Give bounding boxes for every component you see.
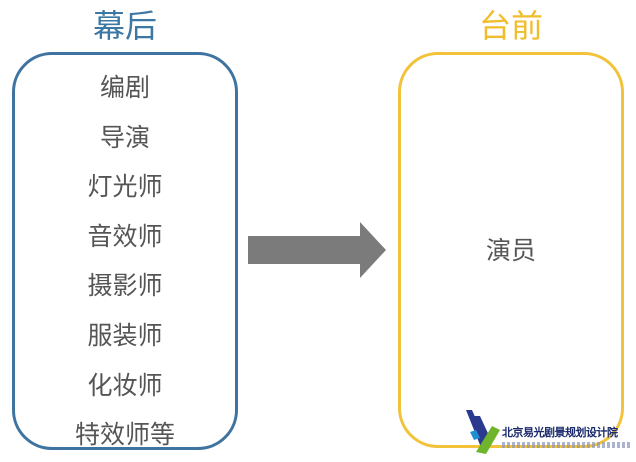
role-item: 特效师等 [74, 420, 175, 450]
logo-subtitle-line [502, 442, 632, 448]
role-item: 演员 [485, 236, 536, 265]
backstage-heading: 幕后 [92, 7, 157, 45]
role-item: 化妆师 [87, 370, 163, 400]
backstage-box: 编剧 导演 灯光师 音效师 摄影师 服装师 化妆师 特效师等 [12, 52, 238, 450]
role-item: 音效师 [87, 221, 163, 251]
onstage-heading: 台前 [478, 7, 543, 45]
role-item: 服装师 [87, 320, 163, 350]
logo-mark-icon [466, 410, 500, 454]
role-item: 灯光师 [87, 172, 163, 202]
role-item: 摄影师 [87, 271, 163, 301]
logo-text: 北京易光剧景规划设计院 [502, 426, 618, 439]
role-item: 导演 [99, 122, 150, 152]
onstage-box: 演员 [398, 52, 624, 448]
role-item: 编剧 [99, 73, 150, 102]
backstage-role-list: 编剧 导演 灯光师 音效师 摄影师 服装师 化妆师 特效师等 [15, 63, 235, 460]
institute-logo: 北京易光剧景规划设计院 [462, 408, 634, 460]
right-arrow-icon [248, 222, 386, 278]
